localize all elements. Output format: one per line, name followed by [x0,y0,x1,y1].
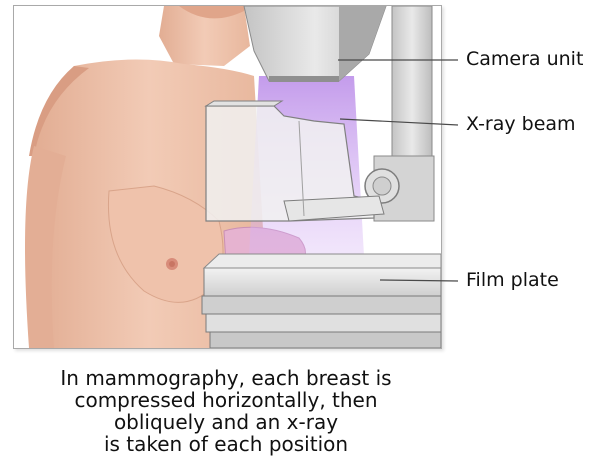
caption-line-1: In mammography, each breast is [0,367,452,389]
caption-line-3: obliquely and an x-ray [0,411,452,433]
label-xray-beam: X-ray beam [466,115,576,134]
film-plate-shape [202,254,441,348]
label-camera-unit: Camera unit [466,50,583,69]
caption-line-4: is taken of each position [0,433,452,455]
mammography-illustration [14,6,441,348]
caption-line-2: compressed horizontally, then [0,389,452,411]
figure-caption: In mammography, each breast is compresse… [0,367,452,455]
illustration-frame [13,5,442,349]
label-film-plate: Film plate [466,271,559,290]
